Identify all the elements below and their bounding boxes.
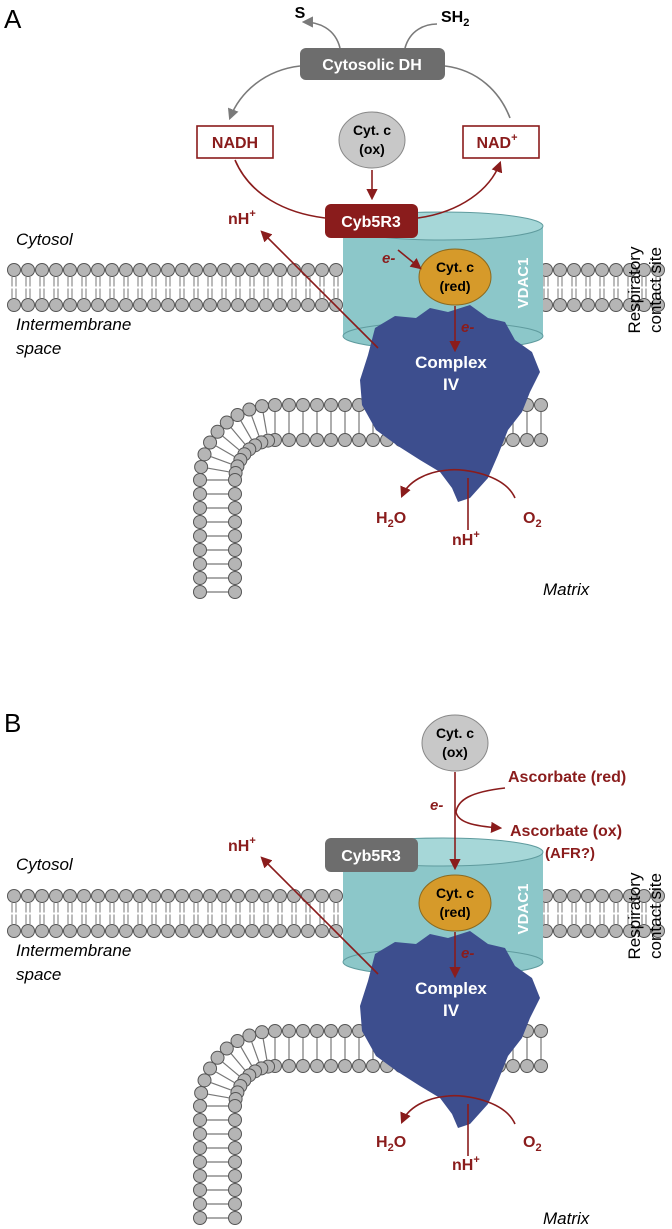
oxygen-to-water-arrow-b	[400, 1094, 516, 1125]
proton-out-label-b: nH+	[228, 835, 256, 855]
cyb5r3-box-b	[325, 838, 418, 872]
matrix-label-a: Matrix	[543, 580, 590, 599]
panel-b: B VDAC1 Complex IV Cyt. c (red) Cyt. c (…	[4, 708, 665, 1228]
complex-iv-a	[360, 305, 540, 502]
cytosol-label-a: Cytosol	[16, 230, 74, 249]
water-label-b: H2O	[376, 1134, 406, 1154]
electron-label-2-b: e-	[461, 945, 474, 962]
nad-to-dh-line	[444, 65, 511, 119]
electron-arrow-1-a	[397, 249, 422, 270]
water-label-a: H2O	[376, 510, 406, 530]
ascorbate-ox-label: Ascorbate (ox)	[510, 823, 622, 840]
afr-label: (AFR?)	[545, 845, 595, 862]
nad-box	[462, 125, 540, 159]
intermembrane-line1-b: Intermembrane	[16, 941, 131, 960]
cyb5r3-label-a: Cyb5R3	[341, 214, 401, 231]
panel-a: A VDAC1 Complex IV Cyt. c (red) Cyt. c (…	[4, 4, 665, 599]
outer-membrane-b	[7, 889, 665, 938]
intermembrane-line2-a: space	[16, 339, 61, 358]
complex-iv-line1-b: Complex	[415, 979, 487, 998]
cytc-ox-oval-b	[421, 714, 489, 772]
cytc-red-line1-a: Cyt. c	[436, 259, 474, 275]
cytc-ox-line1-a: Cyt. c	[353, 122, 391, 138]
cytc-ox-line2-a: (ox)	[359, 141, 385, 157]
contact-site-line1-a: Respiratory	[625, 246, 644, 333]
complex-iv-line1-a: Complex	[415, 353, 487, 372]
cytc-ox-line1-b: Cyt. c	[436, 725, 474, 741]
cytc-red-line1-b: Cyt. c	[436, 885, 474, 901]
proton-matrix-label-b: nH+	[452, 1154, 480, 1174]
outer-membrane-a	[7, 263, 665, 312]
ascorbate-oxidation-arrow	[455, 787, 506, 833]
proton-pump-arrow-a	[260, 230, 379, 349]
proton-pump-arrow-b	[260, 856, 379, 975]
dh-to-nadh-arrow	[227, 65, 301, 121]
ascorbate-red-label: Ascorbate (red)	[508, 769, 626, 786]
intermembrane-line2-b: space	[16, 965, 61, 984]
nad-label: NAD+	[476, 132, 517, 152]
electron-label-2-a: e-	[461, 319, 474, 336]
panel-letter-b: B	[4, 708, 21, 738]
contact-site-line2-a: contact site	[646, 247, 665, 333]
cytc-red-oval-b	[418, 874, 492, 932]
cyb5r3-box-a	[325, 204, 418, 238]
cytc-ox-line2-b: (ox)	[442, 744, 468, 760]
dh-to-s-arrow	[301, 16, 341, 49]
contact-site-line2-b: contact site	[646, 873, 665, 959]
cytc-red-line2-a: (red)	[439, 278, 470, 294]
nadh-label: NADH	[212, 135, 258, 152]
contact-site-line1-b: Respiratory	[625, 872, 644, 959]
oxygen-label-b: O2	[523, 1134, 542, 1154]
complex-iv-line2-b: IV	[443, 1001, 460, 1020]
panel-letter-a: A	[4, 4, 22, 34]
nadh-box	[196, 125, 274, 159]
intermembrane-line1-a: Intermembrane	[16, 315, 131, 334]
substrate-s-label: S	[295, 5, 306, 22]
vdac1-label-b: VDAC1	[515, 884, 532, 935]
matrix-label-b: Matrix	[543, 1209, 590, 1228]
substrate-sh2-label: SH2	[441, 9, 469, 29]
oxygen-label-a: O2	[523, 510, 542, 530]
proton-out-label-a: nH+	[228, 208, 256, 228]
nadh-to-cyb5r3-line	[234, 159, 326, 219]
cyb5r3-to-nad-arrow	[417, 160, 503, 219]
complex-iv-b	[360, 931, 540, 1128]
cytosolic-dh-label: Cytosolic DH	[322, 57, 422, 74]
oxygen-to-water-arrow-a	[400, 468, 516, 499]
cyb5r3-label-b: Cyb5R3	[341, 848, 401, 865]
cytc-ox-oval-a	[338, 111, 406, 169]
cytosol-label-b: Cytosol	[16, 855, 74, 874]
inner-membrane-a	[193, 398, 548, 599]
proton-matrix-label-a: nH+	[452, 529, 480, 549]
complex-iv-line2-a: IV	[443, 375, 460, 394]
cytc-red-oval-a	[418, 248, 492, 306]
sh2-to-dh-line	[404, 23, 438, 49]
electron-label-1-b: e-	[430, 797, 443, 814]
cytc-red-line2-b: (red)	[439, 904, 470, 920]
cytosolic-dh-box	[300, 48, 445, 80]
electron-label-1-a: e-	[382, 250, 395, 267]
vdac1-label-a: VDAC1	[515, 258, 532, 309]
